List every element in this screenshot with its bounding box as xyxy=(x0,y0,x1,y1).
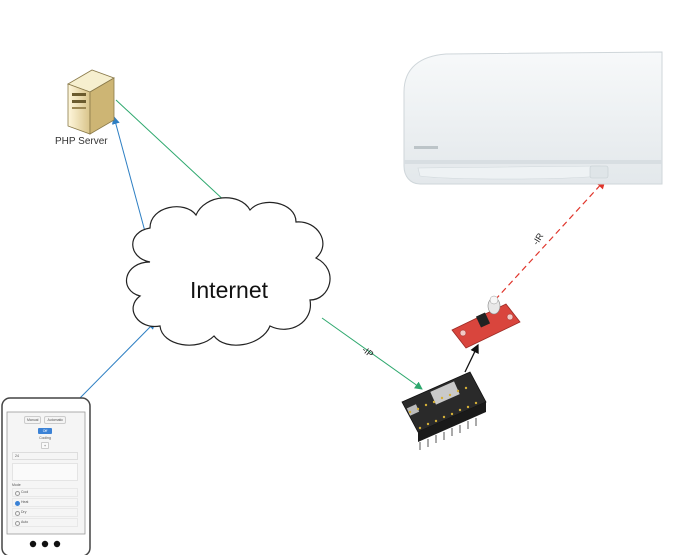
mode-option-label: Cool xyxy=(21,490,29,494)
mode-option[interactable]: Auto xyxy=(12,518,78,527)
air-conditioner-unit xyxy=(403,51,663,185)
tab-automatic[interactable]: Automatic xyxy=(44,416,67,424)
increase-button[interactable]: + xyxy=(41,442,49,449)
temperature-field[interactable]: 24 xyxy=(12,452,78,460)
internet-cloud xyxy=(125,197,331,346)
radio-icon xyxy=(15,490,20,496)
tab-manual[interactable]: Manual xyxy=(23,416,42,424)
mode-tabs: Manual Automatic xyxy=(9,416,81,424)
server-icon xyxy=(67,69,115,135)
mode-option[interactable]: Cool xyxy=(12,488,78,497)
mode-option[interactable]: Heat xyxy=(12,498,78,507)
power-toggle-button[interactable]: Off xyxy=(38,428,52,434)
status-text: Cooling xyxy=(39,436,51,440)
radio-icon xyxy=(15,510,20,516)
server-label: PHP Server xyxy=(55,136,108,147)
mode-option-label: Auto xyxy=(21,520,29,524)
microcontroller-board xyxy=(401,371,487,450)
phone-app-screen: Manual Automatic Off Cooling + 24 Mode C… xyxy=(9,414,81,532)
ir-to-ac-link xyxy=(494,179,606,301)
mode-option-label: Heat xyxy=(21,500,29,504)
radio-icon xyxy=(15,500,20,506)
mode-label: Mode xyxy=(12,483,21,487)
phone-to-cloud-link xyxy=(79,321,156,399)
cloud-to-board-link xyxy=(321,317,423,390)
cloud-to-server-link xyxy=(111,116,151,251)
mode-option[interactable]: Dry xyxy=(12,508,78,517)
radio-icon xyxy=(15,520,20,526)
ir-sensor-board xyxy=(451,295,521,349)
internet-label: Internet xyxy=(190,277,268,303)
mode-option-label: Dry xyxy=(21,510,27,514)
control-panel[interactable] xyxy=(12,463,78,481)
board-to-ir-link xyxy=(464,343,479,373)
